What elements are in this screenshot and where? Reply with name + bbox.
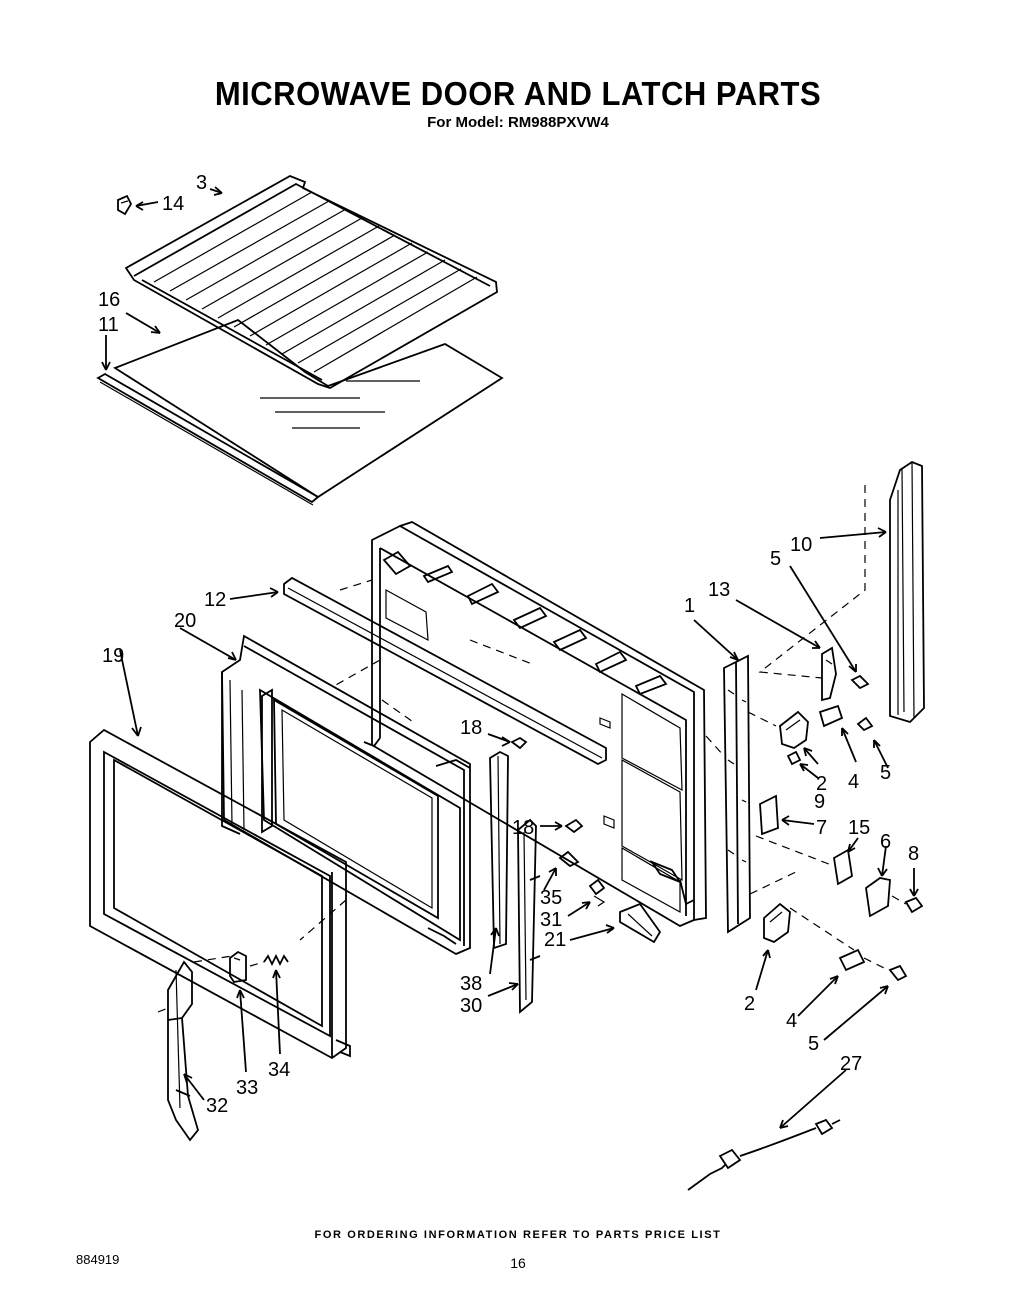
model-subtitle: For Model: RM988PXVW4 bbox=[427, 114, 609, 131]
part-33-latch-block bbox=[229, 950, 247, 1073]
part-2-latch-cam-upper bbox=[747, 710, 819, 765]
callout-2-upper: 2 bbox=[816, 773, 827, 795]
callout-3: 3 bbox=[196, 172, 207, 194]
part-27-wire-lead bbox=[687, 1069, 847, 1191]
callout-13: 13 bbox=[708, 579, 730, 601]
callout-38: 38 bbox=[460, 973, 482, 995]
part-19-outer-door-frame bbox=[89, 649, 351, 1060]
callout-4-lower: 4 bbox=[786, 1010, 797, 1032]
callout-9: 9 bbox=[814, 791, 825, 813]
part-9-screw bbox=[786, 750, 819, 779]
part-14-clip bbox=[117, 194, 159, 216]
part-7-insulator bbox=[759, 794, 815, 836]
callout-6: 6 bbox=[880, 831, 891, 853]
part-2-latch-cam-lower bbox=[749, 869, 855, 991]
callout-5-mid: 5 bbox=[880, 762, 891, 784]
callout-19: 19 bbox=[102, 645, 124, 667]
callout-5-lower: 5 bbox=[808, 1033, 819, 1055]
callout-5-top: 5 bbox=[770, 548, 781, 570]
page-title: MICROWAVE DOOR AND LATCH PARTS bbox=[214, 74, 822, 113]
part-21-bottom-bracket bbox=[569, 902, 662, 944]
callout-27: 27 bbox=[840, 1053, 862, 1075]
callout-8: 8 bbox=[908, 843, 919, 865]
callout-15: 15 bbox=[848, 817, 870, 839]
part-30-latch-strip bbox=[487, 818, 541, 1014]
callout-18-upper: 18 bbox=[460, 717, 482, 739]
part-6-bracket bbox=[865, 845, 891, 918]
part-31-35-fasteners bbox=[543, 867, 606, 917]
part-32-latch-hook bbox=[157, 955, 233, 1142]
part-20-inner-door bbox=[179, 627, 471, 956]
part-12-top-trim bbox=[229, 576, 607, 766]
callout-14: 14 bbox=[162, 193, 184, 215]
callout-16: 16 bbox=[98, 289, 120, 311]
callout-31: 31 bbox=[540, 909, 562, 931]
part-16-glass-plate bbox=[113, 312, 504, 499]
callout-1: 1 bbox=[684, 595, 695, 617]
part-5-screw-lower bbox=[823, 964, 908, 1041]
ordering-info-note: FOR ORDERING INFORMATION REFER TO PARTS … bbox=[314, 1229, 722, 1241]
callout-labels: 3 14 16 11 10 5 13 1 12 20 19 18 2 4 5 9… bbox=[98, 172, 919, 1117]
part-18-screws bbox=[487, 733, 584, 868]
part-5-screw-top bbox=[789, 565, 870, 690]
callout-2-lower: 2 bbox=[744, 993, 755, 1015]
callout-21: 21 bbox=[544, 929, 566, 951]
part-13-switch-bracket bbox=[735, 599, 837, 702]
part-4-switch-upper bbox=[818, 704, 857, 763]
callout-10: 10 bbox=[790, 534, 812, 556]
callout-35: 35 bbox=[540, 887, 562, 909]
part-11-trim-strip bbox=[96, 335, 320, 506]
page-number: 16 bbox=[510, 1255, 526, 1271]
part-4-switch-lower bbox=[797, 948, 889, 1017]
part-38-door-strip bbox=[489, 750, 509, 975]
callout-12: 12 bbox=[204, 589, 226, 611]
part-5-screw-mid bbox=[856, 716, 889, 769]
callout-33: 33 bbox=[236, 1077, 258, 1099]
oven-cabinet-frame bbox=[333, 521, 707, 928]
part-15-switch bbox=[755, 835, 859, 886]
callout-32: 32 bbox=[206, 1095, 228, 1117]
callout-18-lower: 18 bbox=[512, 817, 534, 839]
callout-30: 30 bbox=[460, 995, 482, 1017]
callout-4-upper: 4 bbox=[848, 771, 859, 793]
document-number: 884919 bbox=[76, 1252, 120, 1267]
part-34-spring bbox=[249, 899, 347, 1055]
callout-7: 7 bbox=[816, 817, 827, 839]
part-8-screw bbox=[891, 868, 924, 914]
callout-20: 20 bbox=[174, 610, 196, 632]
callout-11: 11 bbox=[98, 314, 119, 336]
part-1-latch-plate bbox=[693, 619, 751, 934]
part-10-side-channel bbox=[758, 460, 925, 724]
callout-34: 34 bbox=[268, 1059, 290, 1081]
part-3-wire-shelf bbox=[124, 175, 498, 389]
